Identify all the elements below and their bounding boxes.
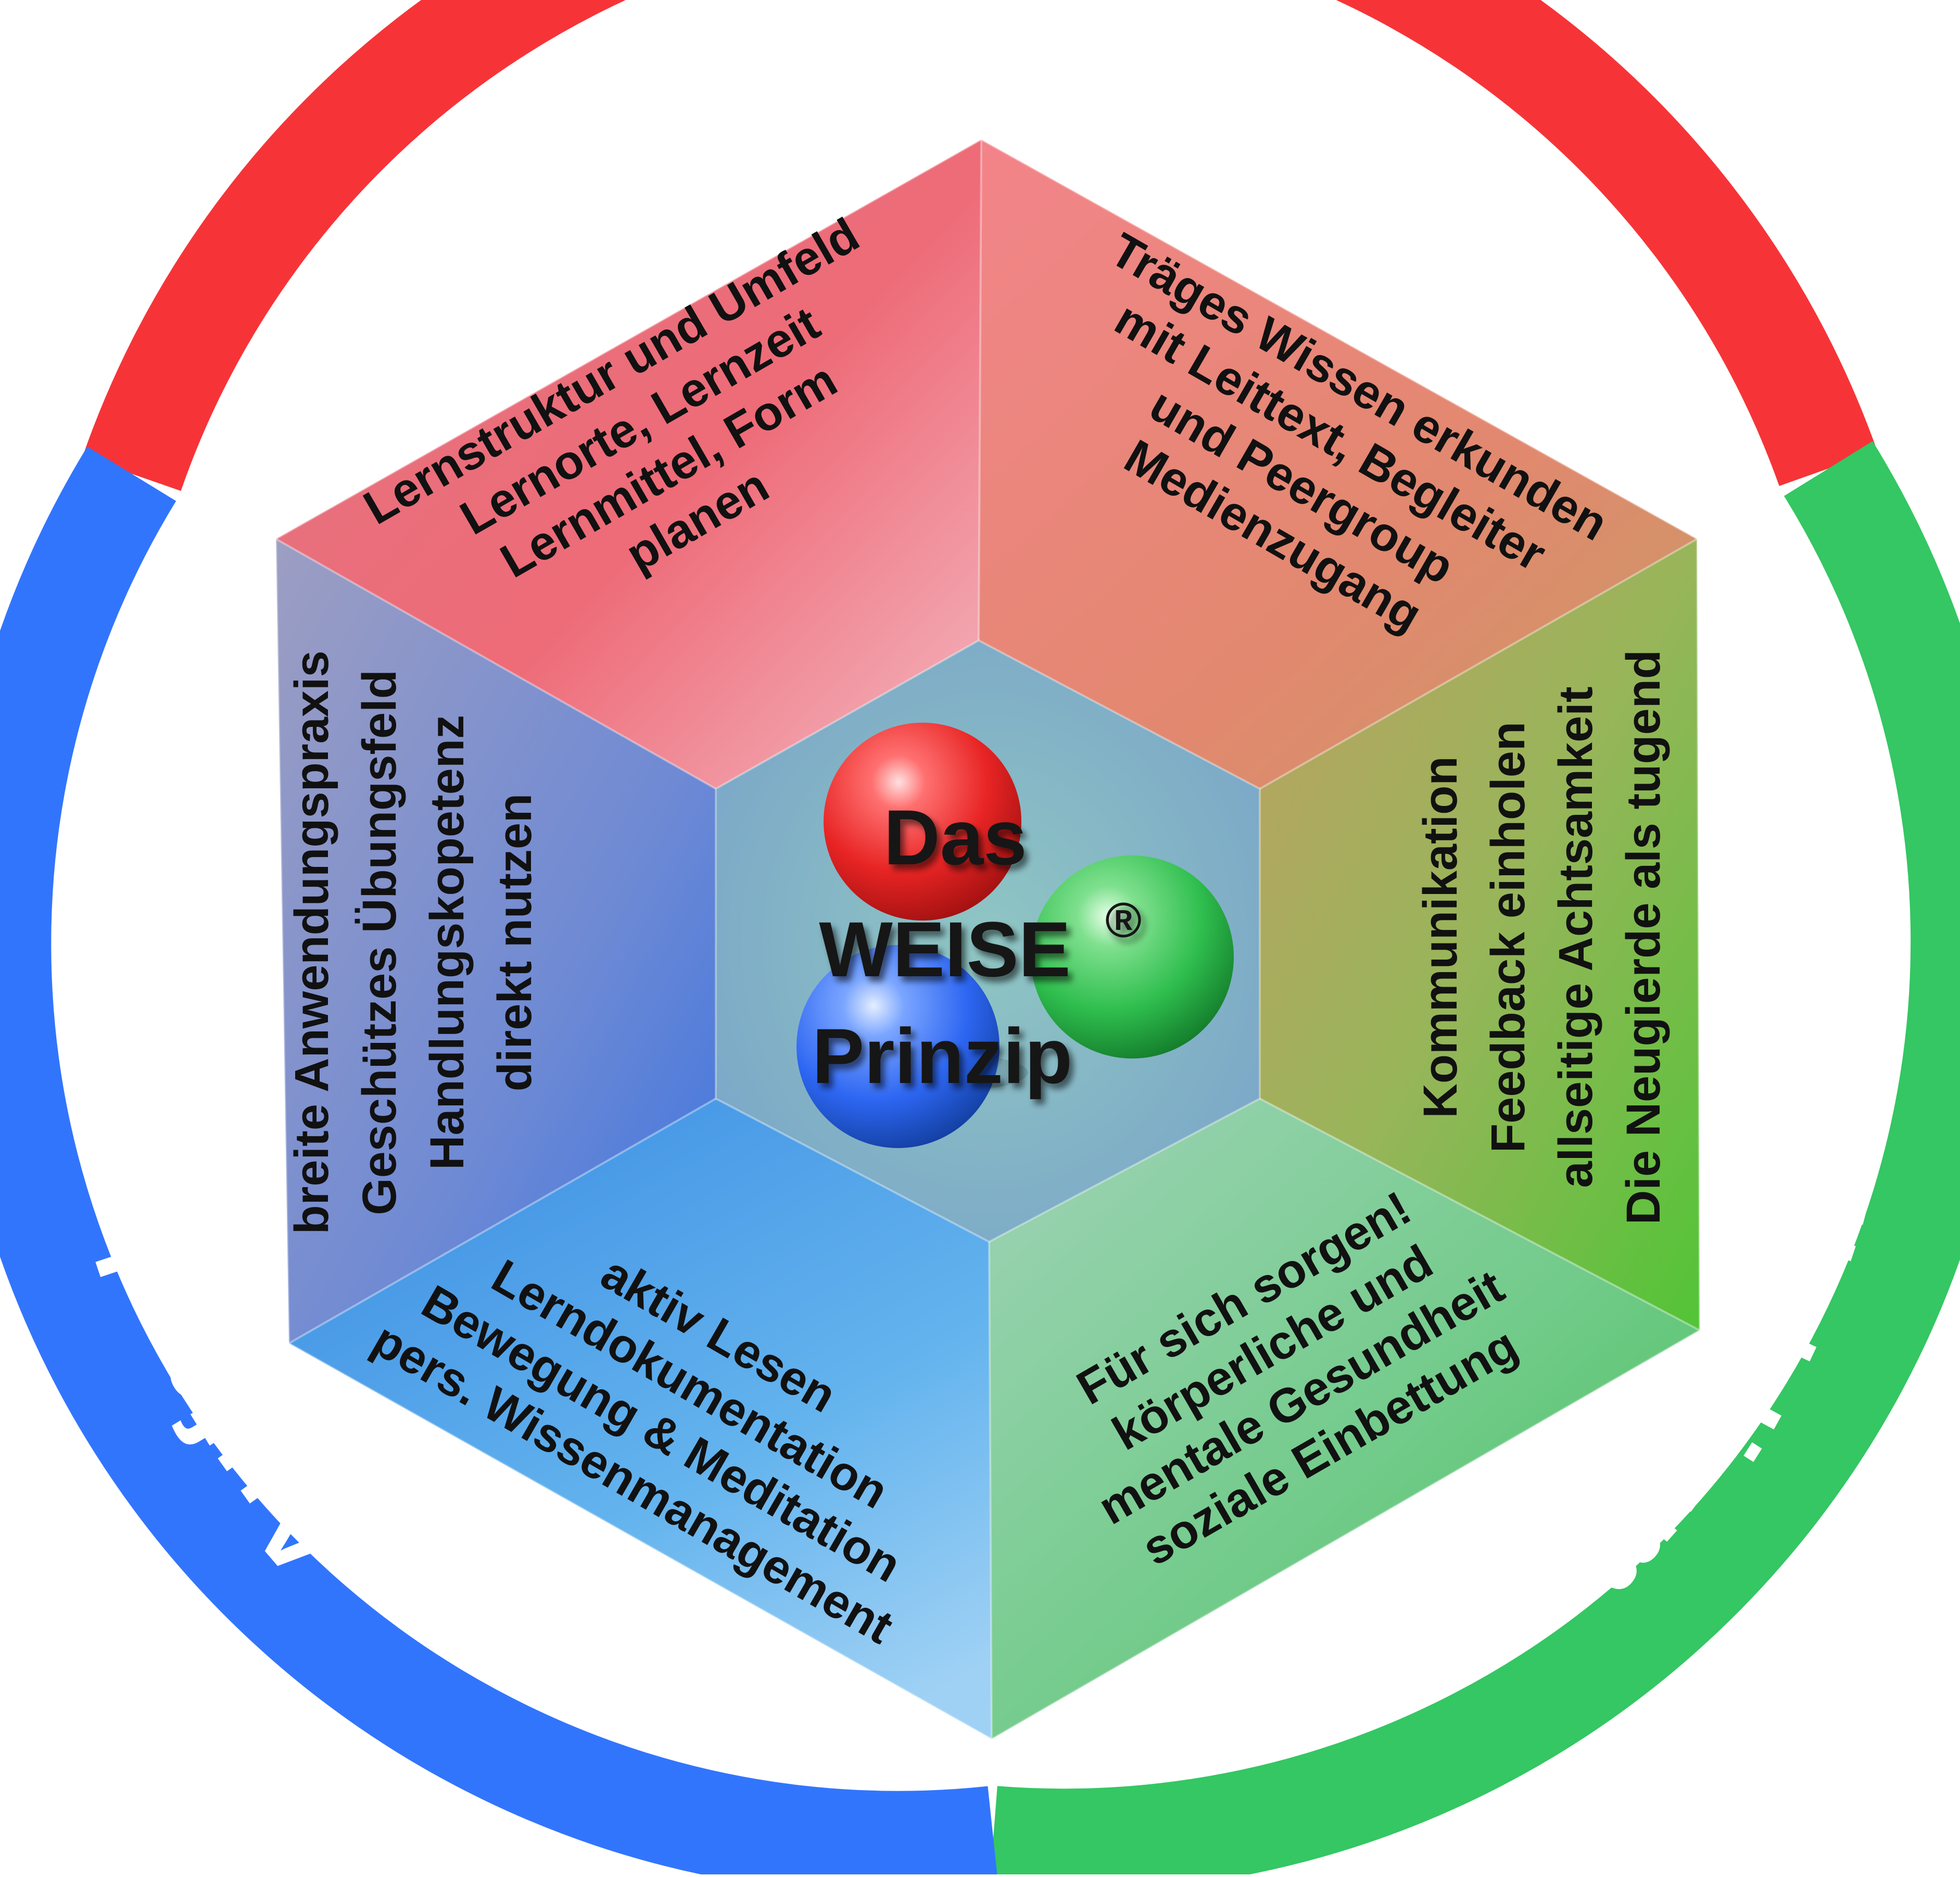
center-line-prinzip: Prinzip bbox=[812, 1012, 1072, 1100]
blue-sphere bbox=[796, 945, 1000, 1148]
segment-left-text: breite Anwendungspraxis Geschützes Übung… bbox=[285, 650, 541, 1234]
hexagon-edges bbox=[274, 138, 1701, 1741]
red-sphere bbox=[824, 723, 1021, 921]
ring-arc-individium bbox=[990, 441, 1960, 1877]
center-line-das: Das bbox=[883, 793, 1027, 881]
ring-arc-organisation bbox=[82, 0, 1878, 491]
right-line-4: Die Neugierde als tugend bbox=[1617, 650, 1670, 1225]
left-line-4: direkt nutzen bbox=[488, 793, 541, 1091]
segment-left bbox=[276, 539, 716, 1343]
left-line-3: Handlungskopetenz bbox=[421, 715, 474, 1170]
right-line-2: Feedback einholen bbox=[1482, 722, 1535, 1153]
segment-bottom-left bbox=[289, 1099, 992, 1739]
center-title: Das WEISE ® Prinzip bbox=[812, 793, 1142, 1100]
left-line-2: Geschützes Übungsfeld bbox=[353, 670, 406, 1215]
segment-right bbox=[1260, 539, 1700, 1330]
segment-bottom-right bbox=[989, 1099, 1700, 1739]
right-line-3: allseitige Achtsamkeit bbox=[1549, 687, 1602, 1188]
center-line-weise: WEISE bbox=[819, 905, 1070, 993]
left-line-1: breite Anwendungspraxis bbox=[285, 650, 338, 1234]
registered-mark: ® bbox=[1105, 893, 1142, 948]
segment-top-left bbox=[276, 140, 981, 789]
ring-arc-aufgabe bbox=[0, 446, 997, 1877]
right-line-1: Kommunikation bbox=[1414, 756, 1467, 1118]
segment-right-text: Kommunikation Feedback einholen allseiti… bbox=[1414, 650, 1670, 1225]
segment-top-right bbox=[979, 140, 1697, 789]
green-sphere bbox=[1031, 855, 1234, 1059]
